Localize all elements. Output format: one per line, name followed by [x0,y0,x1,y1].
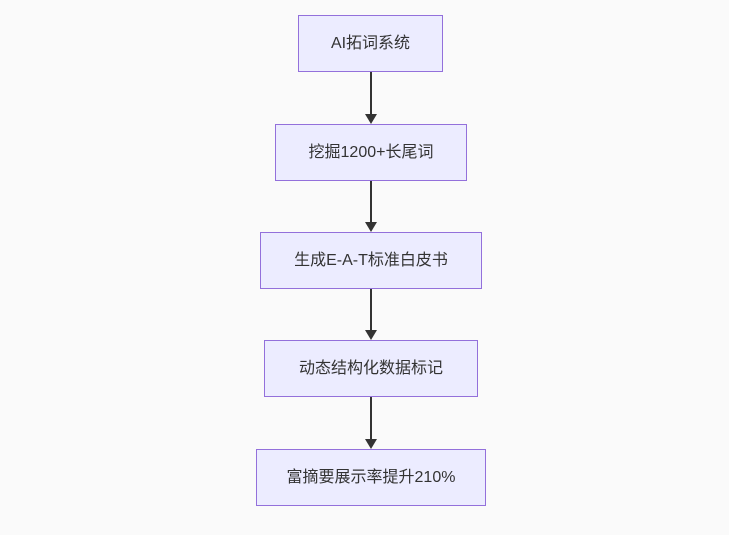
node-label: AI拓词系统 [330,34,411,52]
arrow-line [370,181,372,225]
flow-node-eat-whitepaper: 生成E-A-T标准白皮书 [260,232,482,289]
node-label: 动态结构化数据标记 [298,359,443,377]
flow-node-longtail-mining: 挖掘1200+长尾词 [275,124,467,181]
arrowhead-down-icon [365,439,377,449]
arrow-line [370,72,372,117]
flow-arrow [365,181,377,232]
arrow-line [370,397,372,442]
node-label: 富摘要展示率提升210% [286,468,456,486]
flow-arrow [365,72,377,124]
node-label: 生成E-A-T标准白皮书 [294,251,448,269]
flow-node-ai-expansion-system: AI拓词系统 [298,15,443,72]
arrowhead-down-icon [365,330,377,340]
flow-node-rich-snippet-result: 富摘要展示率提升210% [256,449,486,506]
flow-arrow [365,289,377,340]
arrowhead-down-icon [365,114,377,124]
node-label: 挖掘1200+长尾词 [308,143,434,161]
flow-arrow [365,397,377,449]
arrowhead-down-icon [365,222,377,232]
flow-node-structured-data-markup: 动态结构化数据标记 [264,340,478,397]
arrow-line [370,289,372,333]
